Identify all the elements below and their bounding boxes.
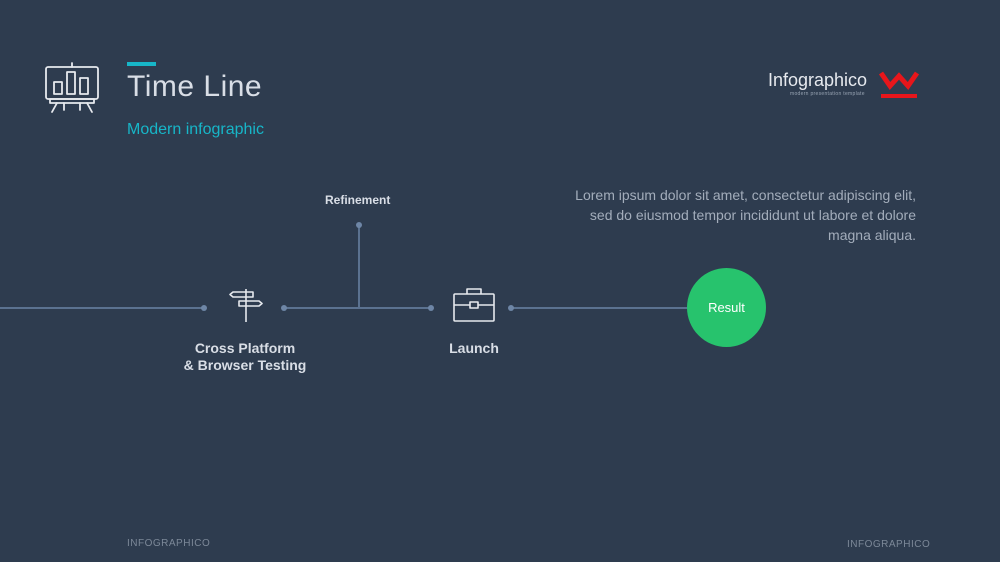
brand-tagline: modern presentation template (790, 91, 865, 97)
page-title: Time Line (127, 70, 263, 103)
cross-platform-label: Cross Platform & Browser Testing (165, 340, 325, 374)
brand: Infographico modern presentation templat… (768, 70, 867, 97)
footer-right-brand: INFOGRAPHICO (847, 539, 931, 550)
presentation-board-icon (44, 62, 100, 114)
description-text: Lorem ipsum dolor sit amet, consectetur … (575, 187, 916, 243)
timeline-dot (428, 305, 434, 311)
signpost-icon (229, 288, 263, 324)
cross-platform-label-line2: & Browser Testing (183, 357, 307, 373)
timeline-dot (201, 305, 207, 311)
brand-name: Infographico (768, 70, 868, 90)
refinement-dot (356, 222, 362, 228)
result-circle: Result (687, 268, 766, 347)
refinement-connector (358, 226, 360, 308)
cross-platform-label-line1: Cross Platform (194, 340, 296, 356)
timeline-line-segment (284, 307, 431, 309)
timeline-dot (281, 305, 287, 311)
timeline-line-segment (0, 307, 204, 309)
briefcase-icon (452, 287, 496, 323)
title-accent-bar (127, 62, 156, 66)
footer-left-brand: INFOGRAPHICO (127, 538, 211, 549)
launch-label: Launch (449, 340, 499, 356)
timeline-dot (508, 305, 514, 311)
brand-logo-icon (878, 70, 920, 100)
timeline-line-segment (511, 307, 688, 309)
page-subtitle: Modern infographic (127, 121, 264, 138)
refinement-label: Refinement (325, 193, 391, 207)
